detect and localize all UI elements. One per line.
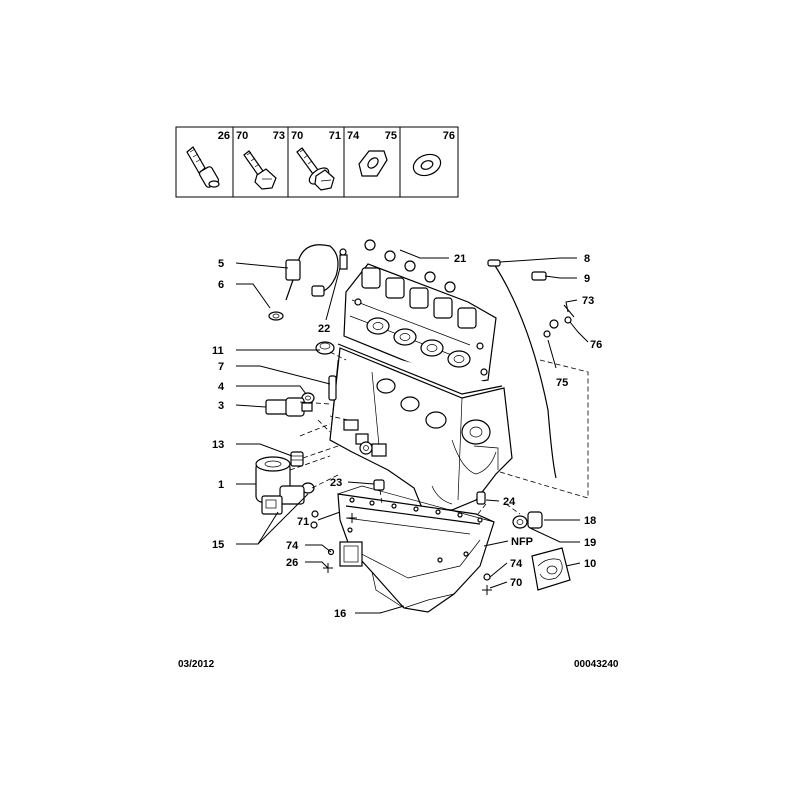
callout-74: 74 <box>286 540 299 552</box>
head-gasket <box>337 343 503 395</box>
sump-bolt <box>373 479 385 491</box>
callout-6: 6 <box>218 279 224 291</box>
sump-flange-holes <box>347 497 483 563</box>
washer-74-right <box>483 573 491 581</box>
table-cell-74-75: 74 75 <box>347 130 397 177</box>
callout-22: 22 <box>318 323 330 335</box>
table-code: 70 <box>236 130 248 142</box>
socket-bolt-icon <box>186 146 220 188</box>
callout-3: 3 <box>218 400 224 412</box>
seal-ring <box>311 510 319 518</box>
callout-73: 73 <box>582 295 594 307</box>
callout-71: 71 <box>297 516 309 528</box>
callout-18: 18 <box>584 515 596 527</box>
callout-26: 26 <box>286 557 298 569</box>
table-cell-76: 76 <box>412 130 455 177</box>
callout-7: 7 <box>218 361 224 373</box>
callout-11: 11 <box>212 345 224 357</box>
block-bores <box>376 378 491 445</box>
table-code: 26 <box>218 130 230 142</box>
oil-pressure-switch <box>265 392 315 417</box>
fastener-table: 26 70 73 70 <box>175 126 459 198</box>
hex-washer-icon <box>358 150 388 177</box>
callout-70: 70 <box>510 577 522 589</box>
block-bosses <box>343 419 387 457</box>
table-code: 76 <box>443 130 455 142</box>
assembly-guides <box>289 351 589 515</box>
callout-13: 13 <box>212 439 224 451</box>
head-bolts <box>354 298 488 376</box>
table-code: 73 <box>273 130 285 142</box>
table-code: 74 <box>347 130 360 142</box>
callout-nfp: NFP <box>511 536 533 548</box>
drain-plug <box>512 511 543 529</box>
engine-assembly <box>255 233 589 613</box>
callout-8: 8 <box>584 253 590 265</box>
hex-bolt-icon <box>243 150 277 190</box>
callout-5: 5 <box>218 258 224 270</box>
diagram-date: 03/2012 <box>178 659 215 670</box>
dipstick <box>487 259 557 479</box>
flange-bolt-icon <box>296 147 335 191</box>
callout-23: 23 <box>330 477 342 489</box>
dipstick-guide-tube <box>531 271 586 450</box>
diagram-reference: 00043240 <box>574 659 619 670</box>
callout-21: 21 <box>454 253 466 265</box>
leader-lines <box>235 249 589 614</box>
callout-19: 19 <box>584 537 596 549</box>
callout-labels: 5 6 11 7 4 3 13 1 15 71 74 26 16 22 21 8… <box>212 253 602 620</box>
table-cell-70-73: 70 73 <box>236 130 285 190</box>
callout-1: 1 <box>218 479 224 491</box>
callout-24: 24 <box>503 496 516 508</box>
callout-16: 16 <box>334 608 346 620</box>
gasket-kit <box>531 547 571 591</box>
core-plug <box>315 341 335 355</box>
callout-76: 76 <box>590 339 602 351</box>
table-cell-70-71: 70 71 <box>291 130 341 191</box>
dowel-pin <box>328 375 337 401</box>
intake-ports <box>366 317 471 368</box>
callout-15: 15 <box>212 539 224 551</box>
bracket-washer <box>543 330 551 338</box>
flat-washer-icon <box>412 153 442 177</box>
table-code: 75 <box>385 130 397 142</box>
callout-10: 10 <box>584 558 596 570</box>
oil-sump <box>337 485 495 613</box>
callout-9: 9 <box>584 273 590 285</box>
table-code: 71 <box>329 130 341 142</box>
filter-stud <box>290 451 304 467</box>
cylinder-head <box>343 263 497 385</box>
injector-housings <box>361 267 477 329</box>
sump-dowel <box>476 491 486 505</box>
oil-level-sensor <box>261 482 315 515</box>
seal-ring <box>310 521 318 529</box>
temperature-sensor <box>268 244 339 321</box>
bleed-screw <box>339 248 348 270</box>
table-code: 70 <box>291 130 303 142</box>
table-cell-26: 26 <box>186 130 230 188</box>
fuel-rail <box>352 233 458 293</box>
callout-74-right: 74 <box>510 558 523 570</box>
callout-75: 75 <box>556 377 568 389</box>
callout-4: 4 <box>218 381 225 393</box>
